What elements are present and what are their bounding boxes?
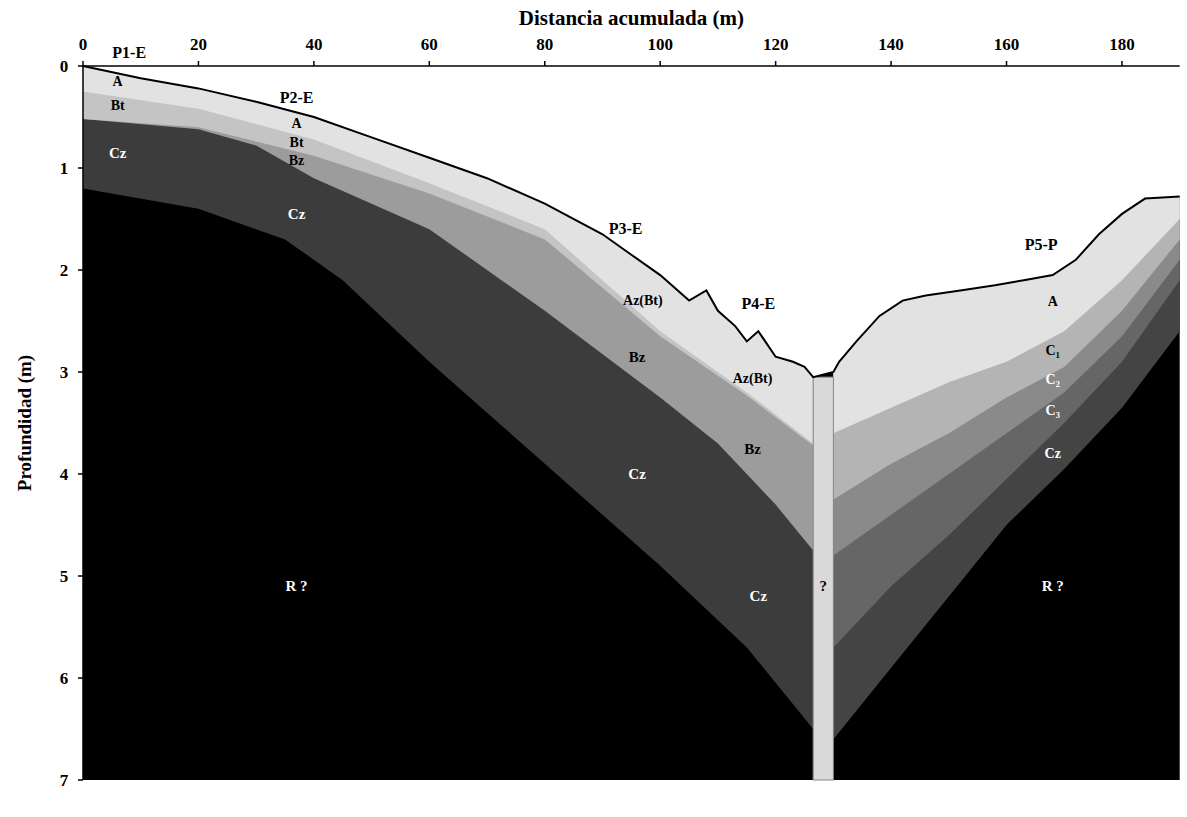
- x-tick: [775, 61, 777, 66]
- profile-label: P2-E: [280, 90, 314, 106]
- a-horizon: [833, 197, 1179, 434]
- y-tick: [78, 677, 83, 679]
- profile-label: P1-E: [112, 45, 146, 61]
- x-tick: [890, 61, 892, 66]
- tick-label: 60: [421, 36, 438, 53]
- bz-horizon: [83, 66, 813, 551]
- y-tick: [78, 269, 83, 271]
- tick-label: 20: [190, 36, 207, 53]
- tick-label: 4: [60, 466, 69, 483]
- horizon-label: C₂: [1046, 373, 1060, 387]
- axis-title: Distancia acumulada (m): [519, 8, 744, 29]
- tick-label: 160: [994, 36, 1020, 53]
- unknown-label: ?: [820, 579, 828, 594]
- profile-label: P5-P: [1025, 237, 1058, 253]
- c2-horizon: [833, 197, 1179, 556]
- tick-label: 1: [60, 160, 69, 177]
- horizon-label: Cz: [109, 145, 127, 160]
- horizon-label: Cz: [288, 206, 306, 221]
- y-tick: [78, 473, 83, 475]
- tick-label: 0: [79, 36, 88, 53]
- a-horizon: [83, 66, 813, 443]
- horizon-label: Bz: [744, 441, 761, 456]
- c3-horizon: [833, 197, 1179, 648]
- horizon-label: Az(Bt): [623, 294, 663, 308]
- profile-label: P4-E: [741, 296, 775, 312]
- tick-label: 180: [1109, 36, 1135, 53]
- tick-label: 120: [763, 36, 789, 53]
- tick-label: 7: [60, 772, 69, 789]
- tick-label: 140: [878, 36, 904, 53]
- tick-label: 80: [536, 36, 553, 53]
- x-tick: [313, 61, 315, 66]
- y-tick: [78, 167, 83, 169]
- rock-label: R ?: [286, 579, 308, 594]
- tick-label: 100: [647, 36, 673, 53]
- x-tick: [659, 61, 661, 66]
- horizon-label: Bt: [111, 99, 125, 113]
- horizon-label: Cz: [750, 589, 768, 604]
- unknown-column: [813, 377, 833, 780]
- horizon-label: Az(Bt): [733, 372, 773, 386]
- ground-surface: [83, 66, 1180, 377]
- tick-label: 40: [305, 36, 322, 53]
- y-axis: [82, 66, 84, 780]
- x-tick: [198, 61, 200, 66]
- y-tick: [78, 371, 83, 373]
- rock-label: R ?: [1042, 579, 1064, 594]
- tick-label: 6: [60, 670, 69, 687]
- horizon-label: C₁: [1046, 344, 1060, 358]
- x-axis: [83, 65, 1180, 67]
- x-tick: [544, 61, 546, 66]
- horizon-label: Bz: [289, 154, 305, 168]
- tick-label: 0: [60, 58, 69, 75]
- tick-label: 5: [60, 568, 69, 585]
- x-tick: [429, 61, 431, 66]
- horizon-label: A: [292, 117, 302, 131]
- horizon-label: Cz: [1045, 447, 1061, 461]
- horizon-label: Cz: [628, 467, 646, 482]
- profile-label: P3-E: [609, 221, 643, 237]
- bt-horizon: [83, 66, 813, 445]
- tick-label: 2: [60, 262, 69, 279]
- horizon-label: Bz: [629, 349, 646, 364]
- c1-horizon: [833, 197, 1179, 500]
- x-tick: [1121, 61, 1123, 66]
- cz-horizon: [833, 197, 1179, 740]
- horizon-label: A: [1048, 295, 1058, 309]
- y-tick: [78, 575, 83, 577]
- y-tick: [78, 65, 83, 67]
- horizon-label: C₃: [1046, 404, 1060, 418]
- tick-label: 3: [60, 364, 69, 381]
- horizon-label: Bt: [290, 136, 304, 150]
- bedrock-area: [83, 66, 1180, 780]
- x-tick: [1006, 61, 1008, 66]
- y-tick: [78, 779, 83, 781]
- horizon-label: A: [113, 75, 123, 89]
- axis-title: Profundidad (m): [15, 355, 34, 491]
